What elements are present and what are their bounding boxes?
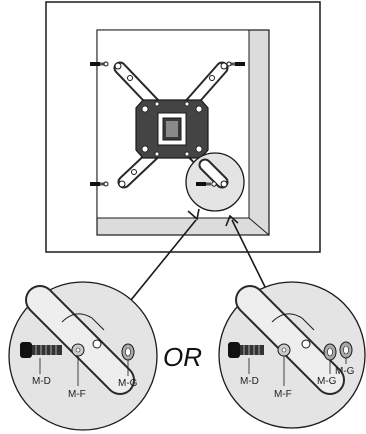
screw-m-d-icon [228, 342, 264, 358]
right-detail-view: M-D M-F M-G M-G [218, 281, 366, 429]
or-label: OR [163, 342, 202, 372]
washer-m-f-icon [277, 343, 291, 357]
washer-m-f-icon [71, 343, 85, 357]
spacer-m-g-icon [339, 341, 353, 359]
label-m-g: M-G [317, 376, 337, 387]
vesa-bracket [113, 61, 229, 189]
mounting-screws [90, 61, 245, 187]
screw-m-d-icon [20, 342, 62, 358]
label-m-f: M-F [274, 389, 292, 400]
spacer-m-g-icon [121, 343, 135, 361]
callout-circle [185, 152, 245, 212]
left-detail-view: M-D M-F M-G [8, 281, 158, 431]
label-m-d: M-D [240, 376, 259, 387]
label-m-d: M-D [32, 376, 51, 387]
label-m-g: M-G [118, 378, 138, 389]
label-m-g: M-G [335, 366, 355, 377]
spacer-m-g-icon [323, 343, 337, 361]
label-m-f: M-F [68, 389, 86, 400]
